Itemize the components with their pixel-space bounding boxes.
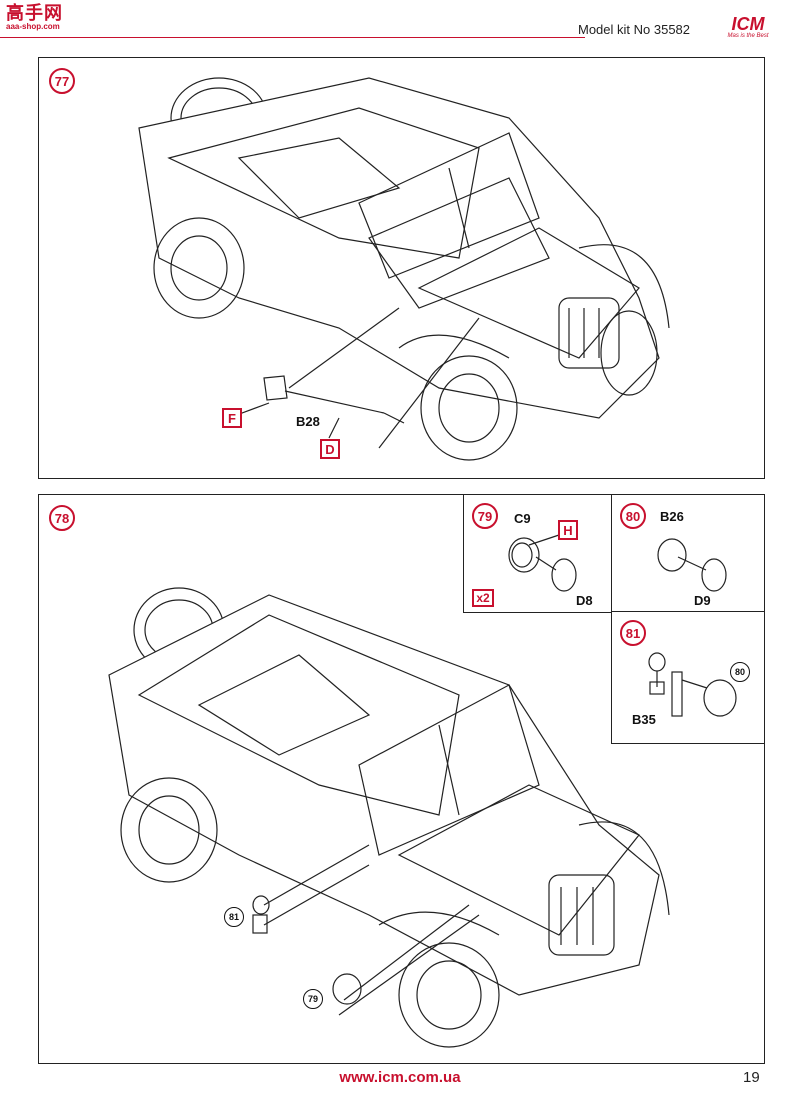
step-77-panel: 77 F B28 D (38, 57, 765, 479)
part-b28: B28 (296, 414, 320, 429)
header-rule (0, 37, 585, 38)
vehicle-drawing-77 (138, 77, 670, 461)
footer-url: www.icm.com.ua (339, 1069, 461, 1086)
step-79-panel: 79 C9 H D8 x2 (463, 494, 613, 613)
logo-text: ICM (731, 14, 765, 34)
paint-code-h: H (558, 520, 578, 540)
step-number-81: 81 (620, 620, 646, 646)
step-number-80: 80 (620, 503, 646, 529)
step-number-77: 77 (49, 68, 75, 94)
watermark-site: aaa-shop.com (6, 22, 60, 31)
lamp-drawing-81 (648, 652, 737, 717)
vehicle-drawing-78 (108, 587, 670, 1048)
paint-code-d: D (320, 439, 340, 459)
ref-step-79: 79 (303, 989, 323, 1009)
kit-number: Model kit No 35582 (578, 22, 691, 37)
part-b35: B35 (632, 712, 656, 727)
lamp-drawing-80 (657, 538, 727, 592)
ref-step-80: 80 (730, 662, 750, 682)
step-80-panel: 80 B26 D9 (611, 494, 765, 613)
page-number: 19 (743, 1069, 760, 1086)
step-78-panel: 78 81 79 (38, 494, 765, 1064)
icm-logo: ICM Mas is the Best (708, 15, 788, 47)
watermark-logo: 高手网 aaa-shop.com (6, 4, 68, 38)
logo-tagline: Mas is the Best (727, 33, 769, 39)
lamp-drawing-79 (508, 534, 577, 592)
part-b26: B26 (660, 509, 684, 524)
step-number-79: 79 (472, 503, 498, 529)
step-81-panel: 81 B35 80 (611, 611, 765, 744)
part-c9: C9 (514, 511, 531, 526)
paint-code-f: F (222, 408, 242, 428)
step-number-78: 78 (49, 505, 75, 531)
part-d9: D9 (694, 593, 711, 608)
part-d8: D8 (576, 593, 593, 608)
watermark-title: 高手网 (6, 3, 63, 23)
quantity-x2: x2 (472, 589, 494, 607)
ref-step-81: 81 (224, 907, 244, 927)
